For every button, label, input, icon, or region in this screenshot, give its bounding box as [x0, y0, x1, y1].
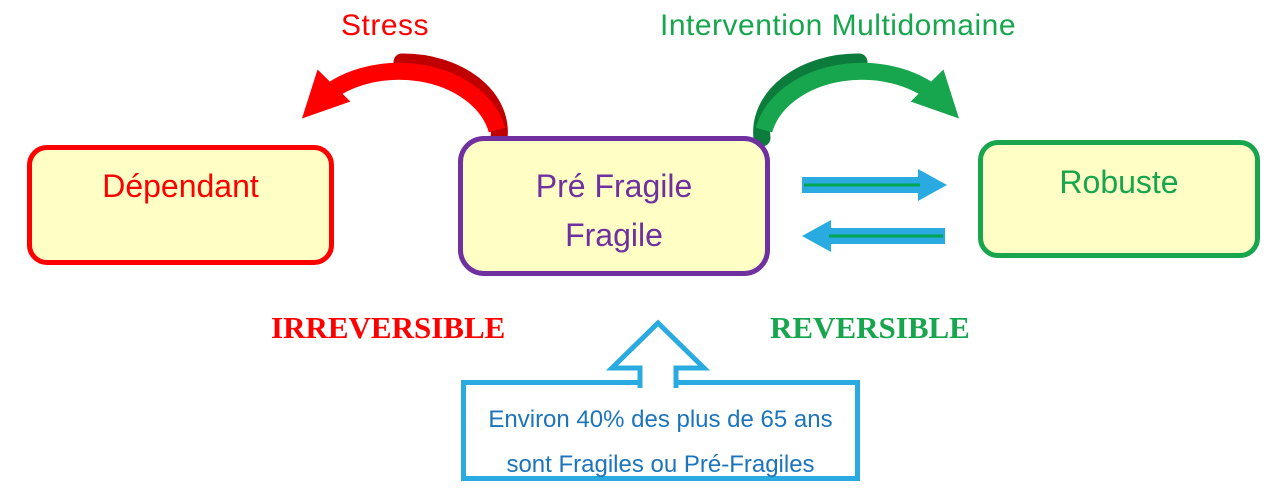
- callout-line2: sont Fragiles ou Pré-Fragiles: [506, 451, 815, 478]
- intervention-label: Intervention Multidomaine: [660, 9, 1017, 42]
- robuste-box: Robuste: [978, 140, 1260, 258]
- irreversible-label: IRREVERSIBLE: [271, 310, 506, 345]
- callout-line1: Environ 40% des plus de 65 ans: [488, 406, 833, 433]
- arrow-left-icon: [802, 220, 945, 252]
- curved-arrow-left-icon: [301, 53, 508, 147]
- double-arrows: [802, 169, 947, 252]
- curved-arrow-right-icon: [753, 53, 960, 147]
- stress-label: Stress: [341, 9, 430, 42]
- callout-box: Environ 40% des plus de 65 ans sont Frag…: [461, 380, 860, 481]
- reversible-label: REVERSIBLE: [770, 310, 970, 345]
- pre-fragile-box-line1: Pré Fragile: [535, 168, 693, 204]
- pre-fragile-box-line2: Fragile: [565, 217, 663, 253]
- dependant-box: Dépendant: [27, 145, 334, 265]
- robuste-box-label: Robuste: [1059, 164, 1179, 200]
- arrow-up-icon: [605, 319, 711, 388]
- pre-fragile-box: Pré Fragile Fragile: [458, 136, 770, 276]
- dependant-box-label: Dépendant: [102, 168, 259, 204]
- arrow-right-icon: [802, 169, 947, 201]
